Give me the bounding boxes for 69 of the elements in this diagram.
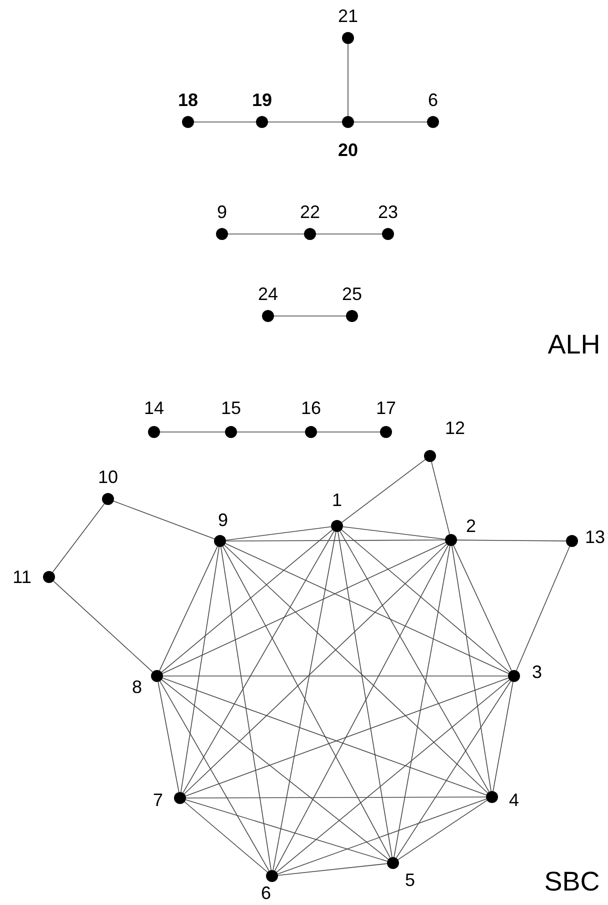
vertex-number: 13 (584, 528, 606, 546)
edge-line (338, 532, 392, 858)
vertex-number: 20 (338, 141, 358, 159)
vertex-number: 6 (261, 884, 271, 902)
edge-line (340, 530, 490, 792)
vertex-number: 9 (218, 511, 228, 529)
vertex-number: 18 (178, 91, 198, 109)
edge-line (180, 546, 220, 792)
group-label: ALH (548, 332, 600, 358)
edge-line (452, 546, 492, 792)
vertex-number: 1 (332, 491, 342, 509)
vertex-number: 6 (428, 91, 438, 109)
vertex-number: 24 (258, 285, 278, 303)
vertex-number: 12 (444, 419, 466, 437)
vertex-number: 11 (12, 568, 32, 586)
edge-line (185, 799, 388, 862)
vertex-number: 17 (376, 399, 396, 417)
vertex-number: 21 (338, 7, 358, 25)
vertex-number: 22 (300, 203, 320, 221)
edge-line (182, 530, 334, 794)
edge-line (341, 459, 426, 523)
vertex-number: 8 (132, 678, 142, 696)
edge-line (226, 526, 332, 541)
vertex-number: 10 (98, 468, 118, 486)
vertex-number: 9 (217, 203, 227, 221)
edge-line (224, 544, 488, 794)
edge-line (226, 540, 446, 542)
edge-line (396, 680, 512, 858)
edge-line (278, 863, 388, 876)
edge-line (160, 680, 270, 872)
edge-line (220, 546, 272, 870)
edge-line (276, 679, 510, 873)
group-label: SBC (544, 868, 600, 896)
vertex-number: 15 (220, 399, 242, 417)
vertex-number: 19 (252, 91, 272, 109)
edge-line (225, 543, 509, 674)
edge-line (342, 526, 446, 540)
edge-line (341, 529, 510, 673)
edge-line (53, 580, 153, 672)
edge-line (516, 546, 570, 671)
edge-line (158, 682, 180, 792)
vertex-number: 3 (532, 663, 542, 681)
edge-line (52, 503, 105, 573)
edge-line (272, 532, 336, 870)
edge-line (456, 540, 566, 542)
vertex-number: 14 (144, 399, 164, 417)
edge-line (162, 542, 446, 674)
edge-line (222, 546, 391, 858)
vertex-number: 16 (300, 399, 322, 417)
vertex-number: 23 (378, 203, 398, 221)
edge-line (277, 798, 487, 874)
vertex-number: 2 (466, 517, 476, 535)
edge-line (184, 544, 448, 794)
edge-line (184, 801, 268, 873)
edge-line (492, 682, 514, 792)
vertex-number: 25 (342, 285, 362, 303)
vertex-number: 5 (405, 871, 415, 889)
vertex-number: 4 (509, 791, 519, 809)
edge-line (394, 546, 450, 858)
vertex-number: 7 (153, 791, 163, 809)
edge-line (161, 679, 389, 860)
edge-line (186, 796, 486, 798)
edge-line (453, 545, 512, 671)
edge-line (398, 800, 488, 860)
edge-line (431, 461, 450, 535)
edge-line (161, 529, 333, 673)
edge-line (113, 500, 215, 540)
edge-line (274, 544, 449, 872)
edge-line (159, 546, 218, 671)
